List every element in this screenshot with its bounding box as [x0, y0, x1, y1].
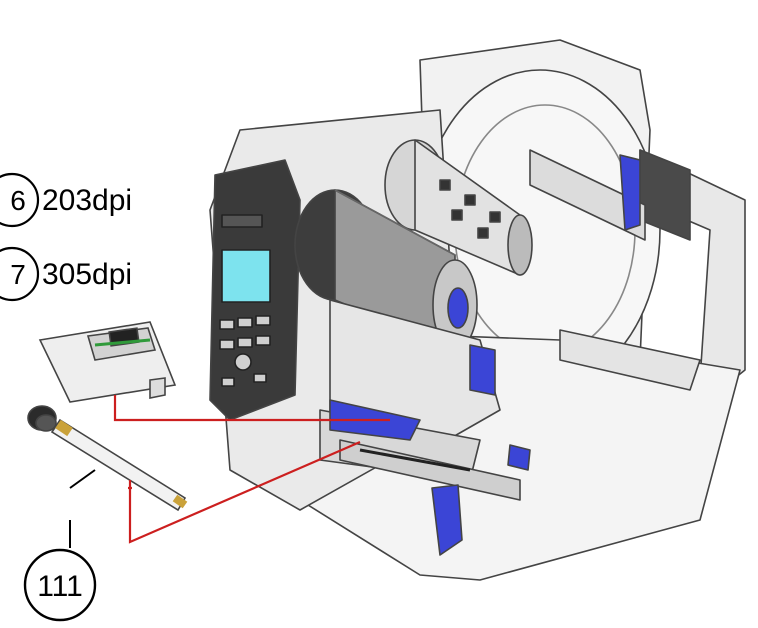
printer-body [209, 39, 746, 581]
panel-buttons [219, 315, 271, 387]
leader-line-print-head [113, 395, 390, 422]
part-number: 111 [37, 570, 83, 603]
callout-number: 6 [10, 185, 26, 216]
ribbon-supply-spindle [384, 139, 533, 276]
callout-111: 111 [23, 469, 97, 622]
callout-circle [0, 172, 40, 228]
front-latch [431, 484, 463, 556]
callout-number: 7 [10, 259, 26, 290]
media-guide-rod [529, 149, 646, 241]
print-head-part [38, 321, 177, 403]
callout-305dpi: 7 305dpi [0, 246, 132, 302]
callout-circle [23, 548, 97, 622]
platen-roller-part [27, 405, 188, 512]
leader-lines [113, 395, 390, 544]
leader-line-platen [128, 440, 361, 544]
callout-203dpi: 6 203dpi [0, 172, 132, 228]
callout-circle [0, 246, 40, 302]
lcd-display [221, 249, 271, 303]
callout-label: 305dpi [42, 258, 132, 291]
callout-label: 203dpi [42, 184, 132, 217]
